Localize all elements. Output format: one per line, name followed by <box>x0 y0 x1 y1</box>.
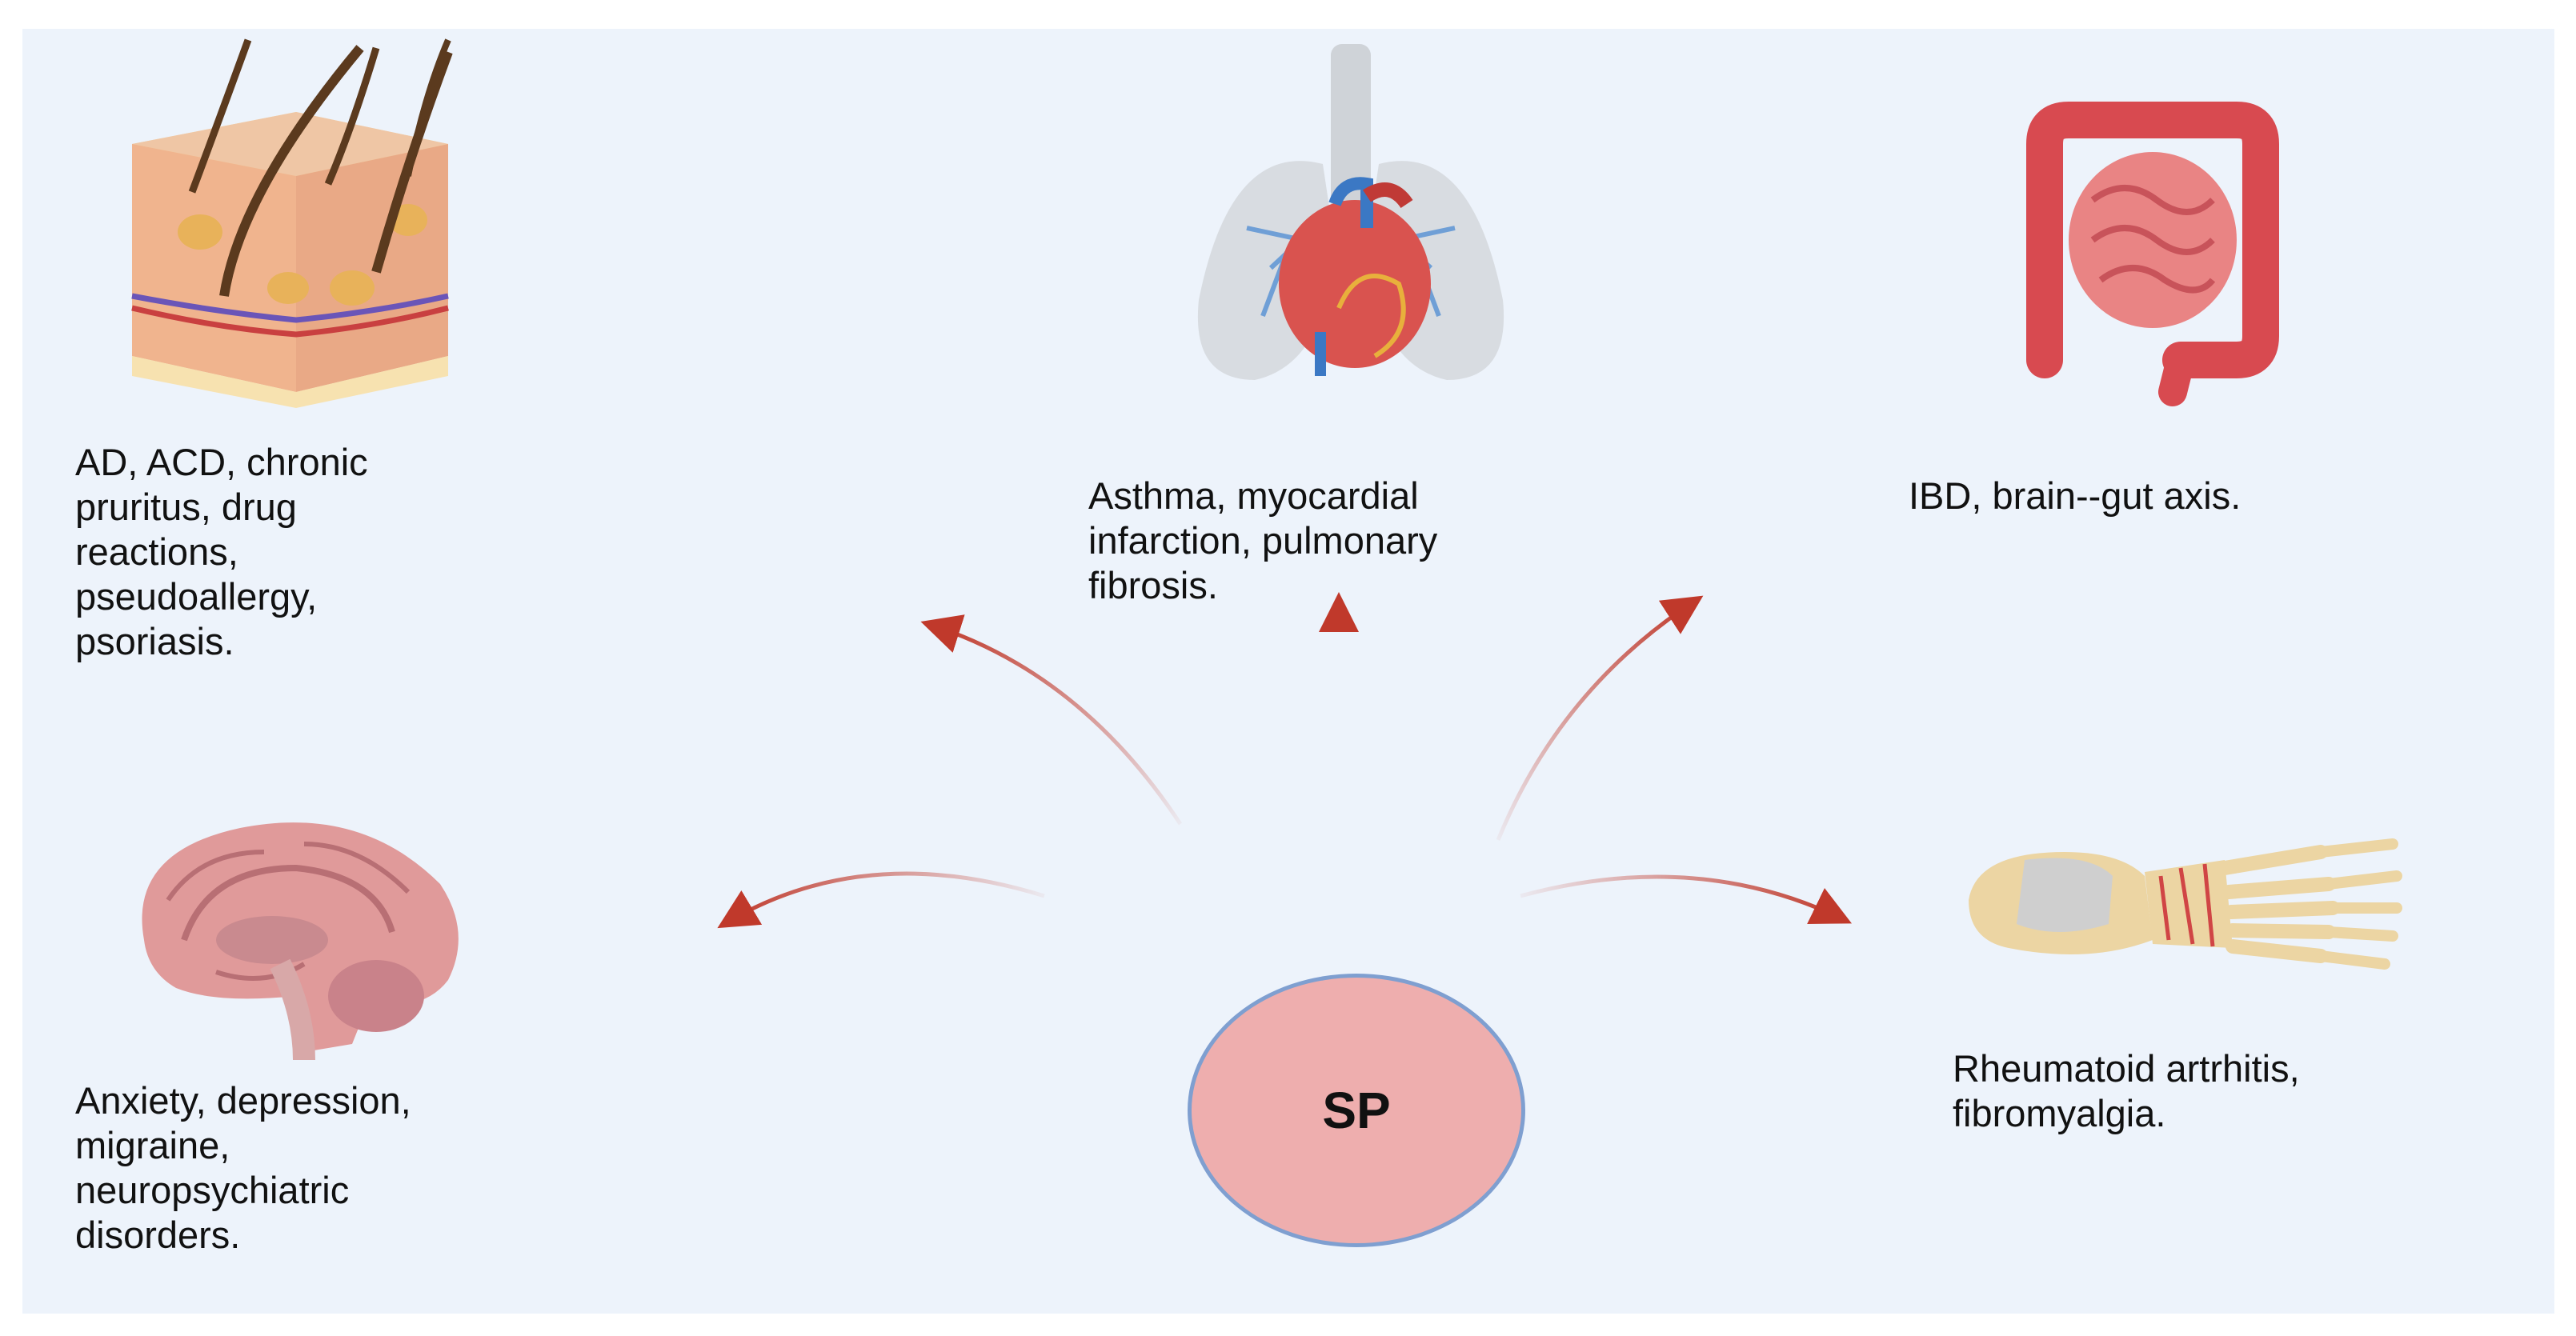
sp-center-label: SP <box>1322 1082 1391 1139</box>
joint-disease-label: Rheumatoid artrhitis, fibromyalgia. <box>1953 1047 2300 1134</box>
arrow-to-skin <box>920 614 1183 826</box>
lungs-heart-icon <box>1197 44 1504 380</box>
lung-heart-disease-label: Asthma, myocardial infarction, pulmonary… <box>1088 474 1438 606</box>
gut-disease-label: IBD, brain--gut axis. <box>1909 474 2241 517</box>
skin-disease-label: AD, ACD, chronic pruritus, drug reaction… <box>75 441 368 662</box>
foot-bones-icon <box>1969 838 2402 970</box>
brain-icon <box>142 822 459 1061</box>
skin-cross-section-icon <box>131 38 453 408</box>
arrow-to-brain <box>717 871 1045 929</box>
arrow-to-foot <box>1520 874 1852 924</box>
brain-disease-label: Anxiety, depression, migraine, neuropsyc… <box>75 1079 411 1256</box>
sp-center-node: SP <box>1188 974 1525 1247</box>
intestine-icon <box>2026 102 2279 406</box>
arrow-to-gut <box>1496 595 1704 841</box>
